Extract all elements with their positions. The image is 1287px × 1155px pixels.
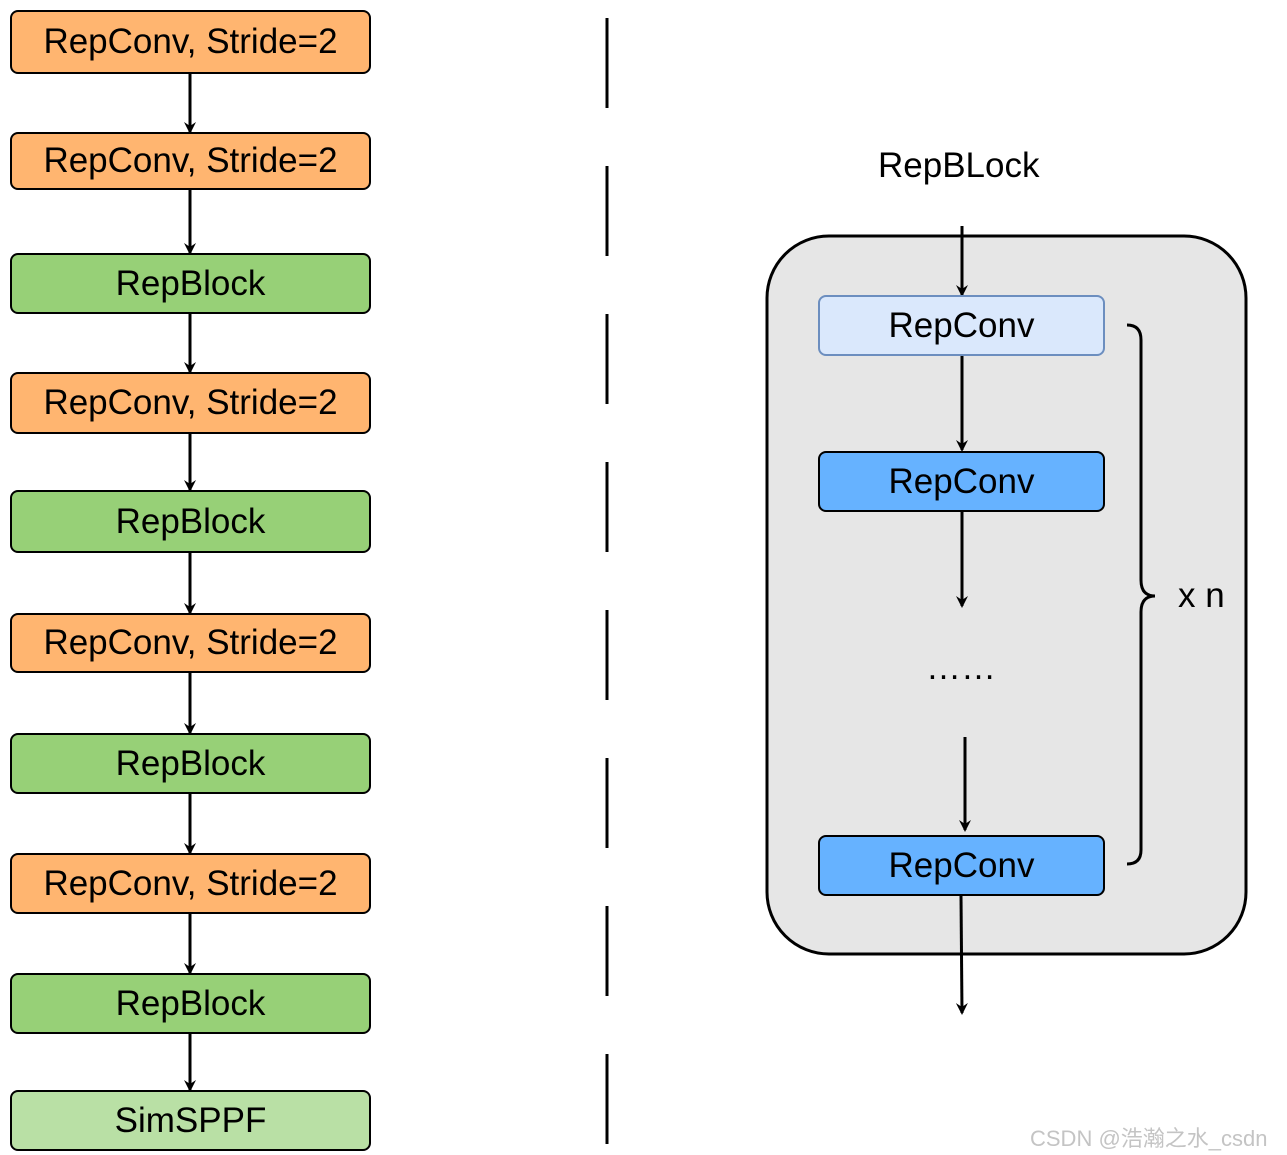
backbone-stage-label: RepConv, Stride=2 xyxy=(43,141,338,180)
backbone-stage-label: RepConv, Stride=2 xyxy=(43,863,338,903)
backbone-stage-label: RepConv, Stride=2 xyxy=(43,383,338,422)
backbone-stage-9-box: RepBlock xyxy=(10,973,371,1034)
backbone-stage-10-box: SimSPPF xyxy=(10,1090,371,1151)
backbone-stage-7-box: RepBlock xyxy=(10,733,371,794)
backbone-stage-label: RepBlock xyxy=(115,743,266,783)
repconv-first-label: RepConv xyxy=(888,305,1035,345)
repeat-label: x n xyxy=(1178,576,1225,615)
repblock-title: RepBLock xyxy=(878,146,1040,185)
repconv-second-box: RepConv xyxy=(818,451,1105,512)
backbone-stage-label: RepBlock xyxy=(115,501,266,541)
repeat-bracket xyxy=(1126,323,1156,866)
backbone-stage-4-box: RepConv, Stride=2 xyxy=(10,372,371,434)
backbone-stage-label: SimSPPF xyxy=(114,1100,267,1140)
repconv-first-box: RepConv xyxy=(818,295,1105,356)
backbone-stage-8-box: RepConv, Stride=2 xyxy=(10,853,371,914)
backbone-stage-label: RepBlock xyxy=(115,983,266,1023)
repconv-second-label: RepConv xyxy=(888,461,1035,501)
repconv-last-label: RepConv xyxy=(888,845,1035,885)
backbone-stage-2-box: RepConv, Stride=2 xyxy=(10,132,371,190)
backbone-stage-label: RepConv, Stride=2 xyxy=(43,22,338,61)
repblock-container xyxy=(765,234,1248,956)
backbone-stage-label: RepConv, Stride=2 xyxy=(43,623,338,662)
backbone-stage-label: RepBlock xyxy=(115,263,266,303)
backbone-stage-3-box: RepBlock xyxy=(10,253,371,314)
backbone-stage-5-box: RepBlock xyxy=(10,490,371,553)
backbone-stage-6-box: RepConv, Stride=2 xyxy=(10,613,371,673)
ellipsis-text: …… xyxy=(926,648,996,687)
watermark: CSDN @浩瀚之水_csdn xyxy=(1030,1126,1268,1151)
arrow-out-repblock xyxy=(955,895,968,1015)
repconv-last-box: RepConv xyxy=(818,835,1105,896)
backbone-stage-1-box: RepConv, Stride=2 xyxy=(10,10,371,74)
